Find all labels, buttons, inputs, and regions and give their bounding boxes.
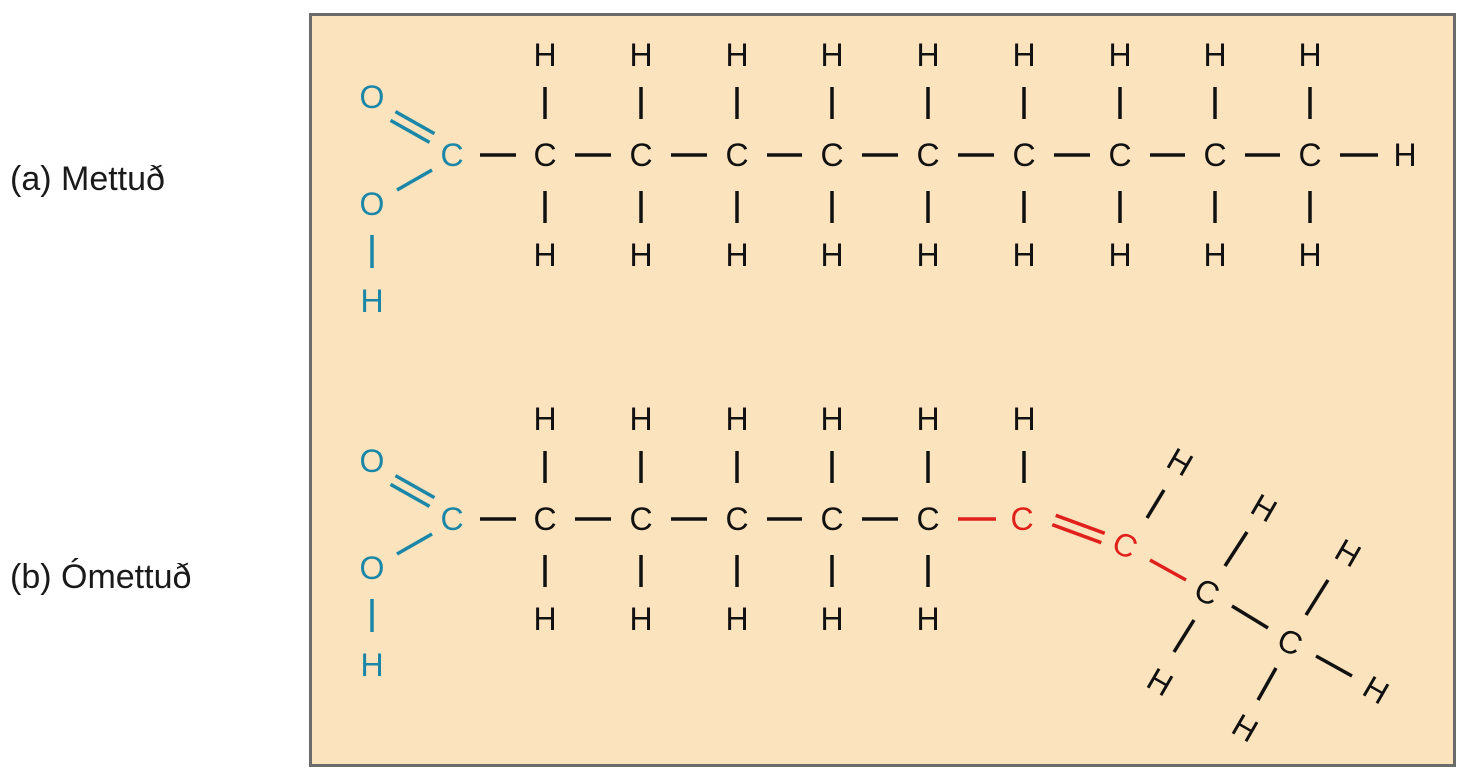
carbon-atom: C [1298,137,1321,173]
carbon-atom: C [533,501,556,537]
carbon-atom: C [725,501,748,537]
single-bond [1223,531,1249,567]
carbon-atom: C [725,137,748,173]
carbon-atom: C [916,501,939,537]
double-bond-carbon-atom: C [1107,524,1143,566]
hydrogen-atom: H [1329,532,1367,575]
hydrogen-atom: H [629,37,652,73]
hydrogen-atom: H [1393,137,1416,173]
hydrogen-atom: H [533,37,556,73]
hydrogen-atom: H [1108,37,1131,73]
carbon-atom: C [820,137,843,173]
hydrogen-atom: H [916,601,939,637]
carbon-atom: C [629,501,652,537]
hydrogen-atom: H [820,401,843,437]
double-bond-carbon-atom: C [1010,501,1033,537]
single-bond [1315,654,1353,678]
single-bond [1172,619,1196,653]
carbon-atom: C [1272,621,1308,663]
carbon-oxygen-bond [396,168,433,192]
hydrogen-atom: H [533,401,556,437]
diagram-panel [309,13,1456,767]
hydrogen-atom: H [1012,37,1035,73]
hydrogen-atom: H [820,37,843,73]
carbonyl-oxygen-atom: O [360,79,385,115]
hydrogen-atom: H [916,37,939,73]
hydrogen-atom: H [1203,37,1226,73]
hydrogen-atom: H [1245,487,1283,530]
carbon-atom: C [1108,137,1131,173]
single-bond [1145,489,1166,519]
carbon-atom: C [629,137,652,173]
hydrogen-atom: H [1298,237,1321,273]
hydrogen-atom: H [916,237,939,273]
carbon-atom: C [1203,137,1226,173]
carbon-atom: C [1189,571,1225,613]
carboxyl-carbon-atom: C [440,501,463,537]
carbonyl-double-bond [389,118,431,144]
carbonyl-double-bond [389,482,431,508]
hydrogen-atom: H [820,601,843,637]
hydrogen-atom: H [1161,441,1199,484]
hydroxyl-oxygen-atom: O [360,186,385,222]
hydroxyl-oxygen-atom: O [360,550,385,586]
hydrogen-atom: H [1108,237,1131,273]
carbon-atom: C [820,501,843,537]
carbon-carbon-double-bond [1051,523,1102,545]
carboxyl-carbon-atom: C [440,137,463,173]
carbonyl-oxygen-atom: O [360,443,385,479]
single-bond [1304,579,1330,616]
unsaturated-label: (b) Ómettuð [10,558,192,596]
hydrogen-atom: H [1226,707,1264,750]
hydrogen-atom: H [629,401,652,437]
hydrogen-atom: H [1141,661,1179,704]
hydrogen-atom: H [1298,37,1321,73]
hydrogen-atom: H [820,237,843,273]
hydrogen-atom: H [1012,237,1035,273]
single-bond [1256,667,1278,701]
carbon-atom: C [1012,137,1035,173]
hydrogen-atom: H [629,237,652,273]
hydrogen-atom: H [1203,237,1226,273]
hydroxyl-hydrogen-atom: H [360,647,383,683]
hydrogen-atom: H [725,601,748,637]
hydrogen-atom: H [533,601,556,637]
hydrogen-atom: H [916,401,939,437]
carbon-oxygen-bond [396,532,433,556]
hydroxyl-hydrogen-atom: H [360,283,383,319]
single-bond [1149,558,1187,582]
saturated-label: (a) Mettuð [10,160,165,198]
hydrogen-atom: H [725,237,748,273]
hydrogen-atom: H [725,37,748,73]
single-bond [1231,604,1269,630]
carbon-atom: C [916,137,939,173]
hydrogen-atom: H [725,401,748,437]
hydrogen-atom: H [1012,401,1035,437]
carbon-carbon-double-bond [1055,513,1106,535]
carbonyl-double-bond [394,110,436,136]
carbon-atom: C [533,137,556,173]
hydrogen-atom: H [1357,669,1395,712]
carbonyl-double-bond [394,474,436,500]
hydrogen-atom: H [629,601,652,637]
hydrogen-atom: H [533,237,556,273]
